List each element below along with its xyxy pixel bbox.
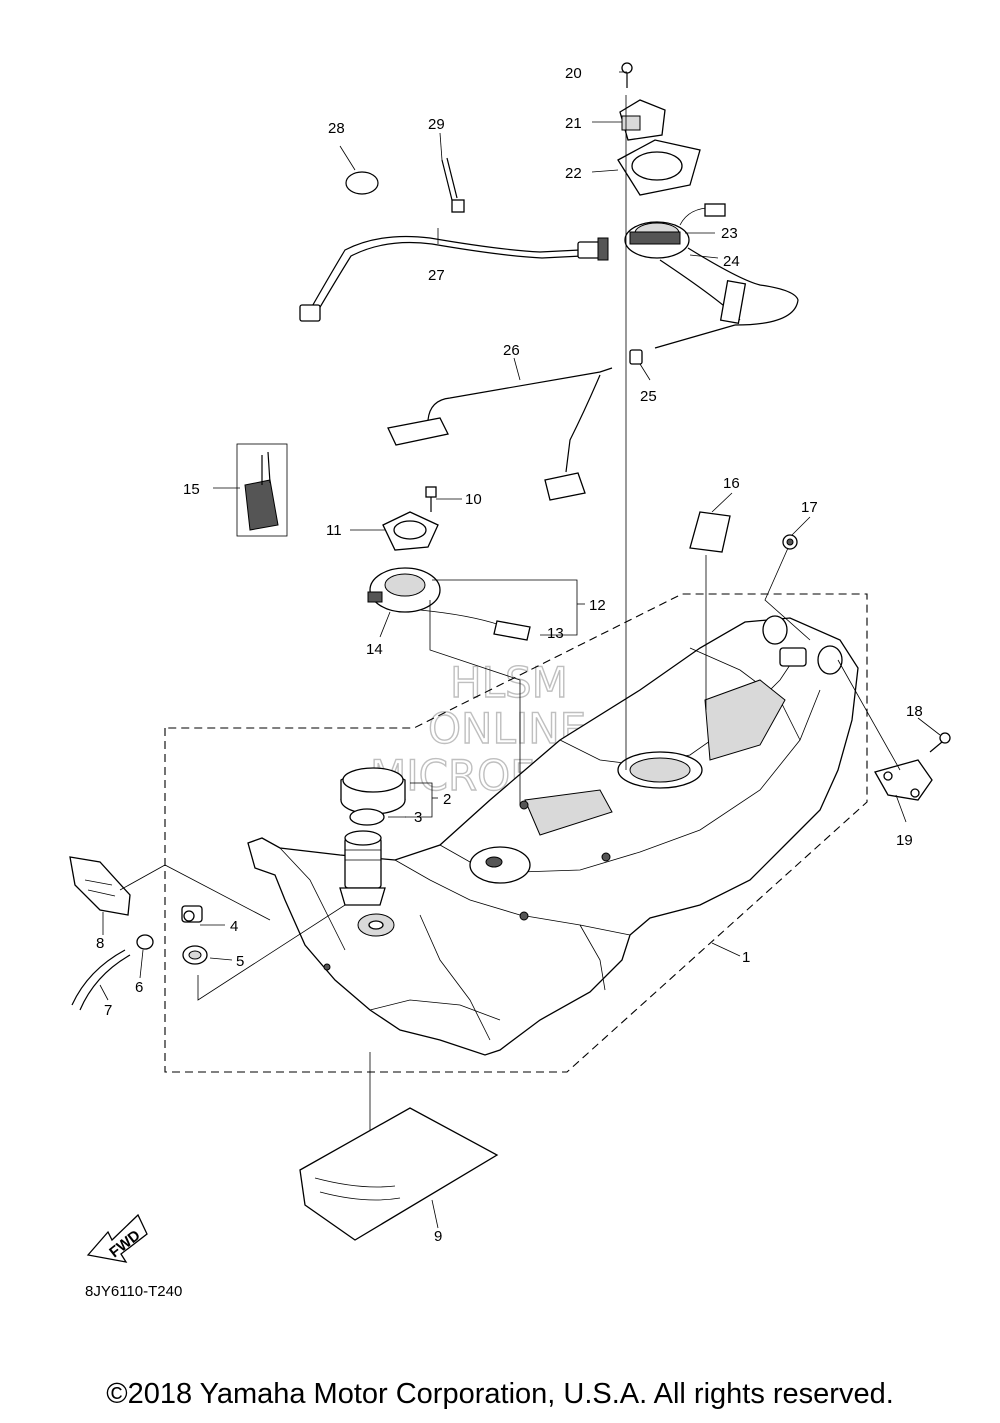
copyright-notice: ©2018 Yamaha Motor Corporation, U.S.A. A… xyxy=(106,1378,894,1410)
bolt-10 xyxy=(425,486,437,512)
cable-tie-29 xyxy=(441,157,465,213)
label-sheet-9 xyxy=(299,1107,499,1241)
label-16 xyxy=(689,511,731,553)
screw-20 xyxy=(621,62,633,88)
bolt-18 xyxy=(929,732,951,753)
nut-17 xyxy=(782,534,798,550)
bracket-19 xyxy=(874,759,933,801)
callout-6: 6 xyxy=(135,979,143,996)
diagram-code: 8JY6110-T240 xyxy=(85,1283,182,1300)
callout-22: 22 xyxy=(565,165,582,182)
relay-box-15 xyxy=(236,443,288,537)
drain-fitting xyxy=(181,905,203,923)
breather-hose-26 xyxy=(387,367,613,501)
fuel-tank xyxy=(247,615,859,1056)
callout-17: 17 xyxy=(801,499,818,516)
cap-o-ring xyxy=(349,808,385,826)
gasket-22 xyxy=(617,139,701,196)
callouts: 1 2 3 4 5 6 7 8 9 10 11 12 13 14 15 16 1… xyxy=(96,65,923,1245)
callout-21: 21 xyxy=(565,115,582,132)
fuel-pump-23 xyxy=(624,203,726,259)
callout-9: 9 xyxy=(434,1228,442,1245)
assembly-outline-1 xyxy=(164,593,868,1073)
gasket-11 xyxy=(382,511,439,551)
fuel-cap xyxy=(340,767,406,815)
drain-hose xyxy=(71,949,131,1011)
callout-5: 5 xyxy=(236,953,244,970)
label-sheet-8 xyxy=(69,856,131,916)
callout-15: 15 xyxy=(183,481,200,498)
fuel-sender-14 xyxy=(367,567,531,641)
callout-8: 8 xyxy=(96,935,104,952)
watermark-line-1: HLSM xyxy=(450,658,568,707)
pump-cover-21 xyxy=(619,99,666,141)
callout-3: 3 xyxy=(414,809,422,826)
filler-neck xyxy=(339,830,386,906)
filler-grommet xyxy=(357,913,395,937)
leader-lines xyxy=(99,71,941,1229)
callout-23: 23 xyxy=(721,225,738,242)
callout-19: 19 xyxy=(896,832,913,849)
pump-hose-24 xyxy=(659,247,799,326)
callout-2: 2 xyxy=(443,791,451,808)
callout-25: 25 xyxy=(640,388,657,405)
callout-11: 11 xyxy=(326,522,342,539)
hose-25-line xyxy=(654,324,736,349)
callout-27: 27 xyxy=(428,267,445,284)
callout-18: 18 xyxy=(906,703,923,720)
callout-4: 4 xyxy=(230,918,238,935)
cap-25 xyxy=(629,349,643,365)
callout-26: 26 xyxy=(503,342,520,359)
clamp-6 xyxy=(136,934,154,950)
callout-24: 24 xyxy=(723,253,740,270)
fwd-arrow: FWD xyxy=(86,1213,148,1263)
callout-12: 12 xyxy=(589,597,606,614)
callout-10: 10 xyxy=(465,491,482,508)
callout-16: 16 xyxy=(723,475,740,492)
clamp-28 xyxy=(345,171,379,195)
callout-14: 14 xyxy=(366,641,383,658)
callout-29: 29 xyxy=(428,116,445,133)
wire-harness-27 xyxy=(299,235,609,322)
callout-20: 20 xyxy=(565,65,582,82)
callout-7: 7 xyxy=(104,1002,112,1019)
grommet-5 xyxy=(182,945,208,965)
callout-28: 28 xyxy=(328,120,345,137)
callout-13: 13 xyxy=(547,625,564,642)
callout-1: 1 xyxy=(742,949,750,966)
